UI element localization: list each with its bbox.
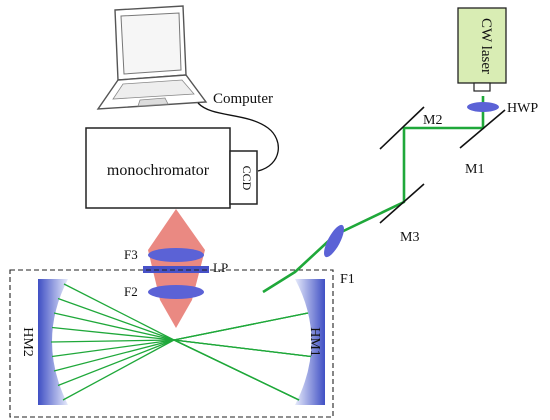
beam-ray-left: [53, 339, 175, 372]
beam-ray-left: [57, 339, 175, 387]
beam-ray-left: [63, 283, 175, 341]
cw-laser-aperture: [473, 82, 491, 92]
label-f1: F1: [340, 272, 355, 287]
label-hm2: HM2: [20, 327, 35, 357]
mirror-hm2: [38, 279, 68, 405]
multipass-beams: [50, 283, 312, 401]
beam-ray-left: [51, 339, 175, 358]
beam-ray-right: [173, 312, 309, 341]
label-ccd: CCD: [240, 166, 254, 191]
lens-f1: [324, 224, 344, 258]
half-wave-plate: [467, 102, 499, 112]
cw-laser-body: [457, 7, 507, 84]
beam-ray-left: [62, 339, 175, 401]
mirror-m2: [379, 106, 425, 150]
label-monochromator: monochromator: [107, 162, 210, 179]
mirror-m1: [459, 109, 506, 149]
mirror-m3: [379, 183, 425, 224]
polarizer-lp: [143, 266, 209, 273]
cavity-enclosure: [9, 269, 334, 418]
label-hm1: HM1: [307, 327, 322, 357]
beam-ray-right: [173, 339, 300, 401]
beam-ray-right: [173, 339, 312, 358]
laptop-icon: [96, 5, 208, 110]
lens-f3: [148, 248, 204, 262]
lens-f2: [148, 285, 204, 299]
beam-ray-left: [51, 326, 175, 341]
monochromator-box: [85, 127, 231, 209]
label-f3: F3: [124, 247, 138, 262]
beam-ray-left: [53, 312, 175, 341]
ccd-box: [229, 150, 258, 205]
label-cw-laser: CW laser: [478, 18, 494, 74]
beam-ray-left: [50, 339, 175, 343]
label-m1: M1: [465, 162, 484, 177]
beam-ray-left: [57, 297, 175, 341]
label-lp: LP: [213, 260, 228, 275]
computer-cable: [197, 102, 279, 172]
label-m3: M3: [400, 230, 419, 245]
label-m2: M2: [423, 113, 442, 128]
mirror-hm1: [295, 279, 325, 405]
laser-beam-path: [262, 96, 485, 294]
label-computer: Computer: [213, 91, 273, 107]
label-hwp: HWP: [507, 101, 538, 116]
label-f2: F2: [124, 284, 138, 299]
